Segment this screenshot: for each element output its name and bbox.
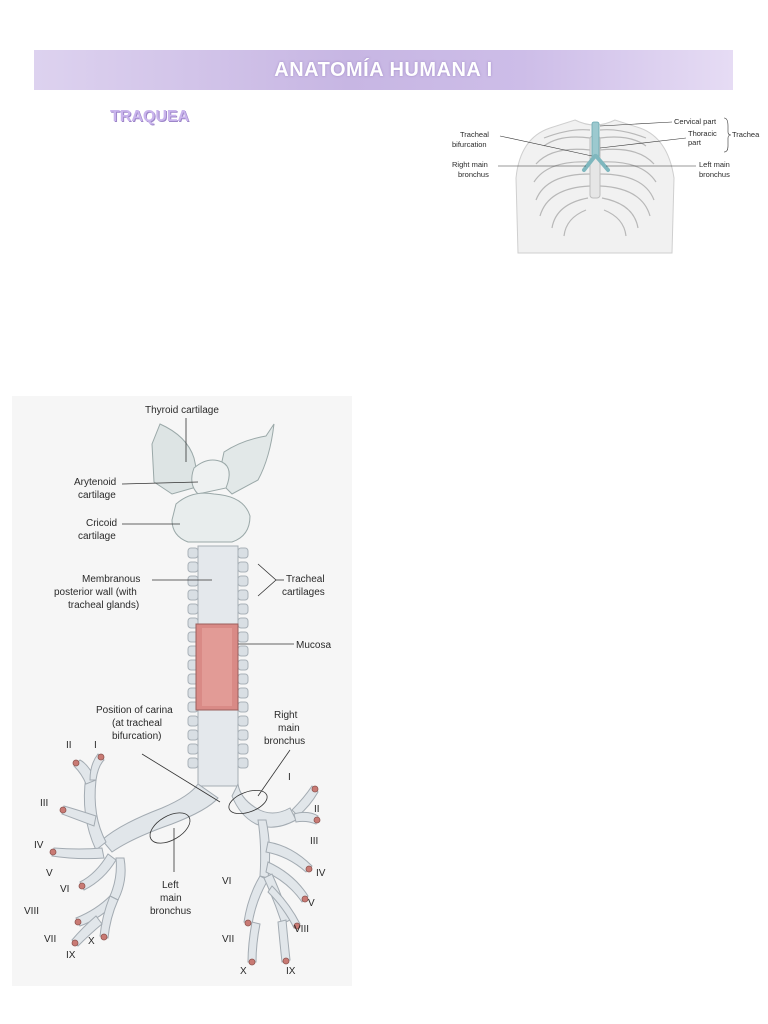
label-mucosa: Mucosa (296, 640, 331, 651)
label-right-main-bronchus: Right main (452, 160, 488, 169)
label-carina: Position of carina (96, 705, 173, 716)
main-bronchi-shape (582, 154, 610, 172)
label-arytenoid-2: cartilage (78, 490, 116, 501)
label-carina-2: (at tracheal (112, 718, 162, 729)
label-arytenoid: Arytenoid (74, 477, 116, 488)
label-left-main-bronchus: Left (162, 880, 179, 891)
label-membranous-wall-3: tracheal glands) (68, 600, 139, 611)
label-membranous-wall-2: posterior wall (with (54, 587, 137, 598)
label-trachea: Trachea (732, 130, 760, 139)
trachea-figure: Thyroid cartilage Arytenoid cartilage Cr… (12, 396, 352, 986)
label-tracheal-bifurcation: Tracheal (460, 130, 489, 139)
segment-label-left-iv: IV (34, 840, 44, 851)
label-right-main-bronchus: Right (274, 710, 298, 721)
thyroid-cartilage-right (217, 423, 275, 495)
segment-label-right-i: I (288, 772, 291, 783)
segment-label-left-ii: II (66, 740, 72, 751)
label-tracheal-cartilages: Tracheal (286, 574, 325, 585)
label-thoracic-part-2: part (688, 138, 702, 147)
segment-label-left-x: X (88, 936, 95, 947)
segment-label-right-iii: III (310, 836, 318, 847)
label-right-main-bronchus-2: bronchus (458, 170, 489, 179)
label-carina-3: bifurcation) (112, 731, 161, 742)
label-membranous-wall: Membranous (82, 574, 140, 585)
segment-label-left-i: I (94, 740, 97, 751)
label-left-main-bronchus-2: main (160, 893, 182, 904)
label-thoracic-part: Thoracic (688, 129, 717, 138)
segment-label-right-vii: VII (222, 934, 234, 945)
label-left-main-bronchus-3: bronchus (150, 906, 191, 917)
bronchi-openings (49, 753, 321, 966)
segment-label-left-ix: IX (66, 950, 76, 961)
segment-label-right-x: X (240, 966, 247, 977)
cricoid-shape (171, 492, 251, 543)
segment-label-left-viii: VIII (24, 906, 39, 917)
left-main-bronchus-marker (149, 812, 191, 844)
segment-label-right-iv: IV (316, 868, 326, 879)
thorax-figure: Cervical part Thoracic part Trachea Trac… (452, 117, 760, 254)
segment-label-right-ii: II (314, 804, 320, 815)
label-left-main-bronchus-2: bronchus (699, 170, 730, 179)
segment-label-right-v: V (308, 898, 315, 909)
segment-label-right-vi: VI (222, 876, 231, 887)
right-main-bronchus-marker (228, 789, 268, 815)
segment-label-left-vii: VII (44, 934, 56, 945)
thyroid-cartilage-left (151, 423, 201, 495)
segment-label-right-ix: IX (286, 966, 296, 977)
label-left-main-bronchus: Left main (699, 160, 730, 169)
segment-label-left-vi: VI (60, 884, 69, 895)
bronchial-tree (51, 753, 319, 963)
trachea-shape (591, 121, 600, 159)
segment-label-left-v: V (46, 868, 53, 879)
tracheal-rings (187, 547, 249, 769)
leader-lines (121, 418, 294, 872)
label-right-main-bronchus-2: main (278, 723, 300, 734)
label-cricoid: Cricoid (86, 518, 117, 529)
label-cricoid-2: cartilage (78, 531, 116, 542)
mucosa-highlight (202, 628, 232, 706)
page-title: ANATOMÍA HUMANA I (274, 58, 493, 81)
label-right-main-bronchus-3: bronchus (264, 736, 305, 747)
label-tracheal-cartilages-2: cartilages (282, 587, 325, 598)
segment-label-right-viii: VIII (294, 924, 309, 935)
label-thyroid-cartilage: Thyroid cartilage (145, 405, 219, 416)
ribcage (533, 129, 657, 237)
label-cervical-part: Cervical part (674, 117, 717, 126)
segment-label-left-iii: III (40, 798, 48, 809)
section-title: TRAQUEA (110, 108, 190, 125)
label-tracheal-bifurcation-2: bifurcation (452, 140, 487, 149)
header-bar: ANATOMÍA HUMANA I (34, 50, 733, 90)
arytenoid-shape (191, 459, 230, 495)
